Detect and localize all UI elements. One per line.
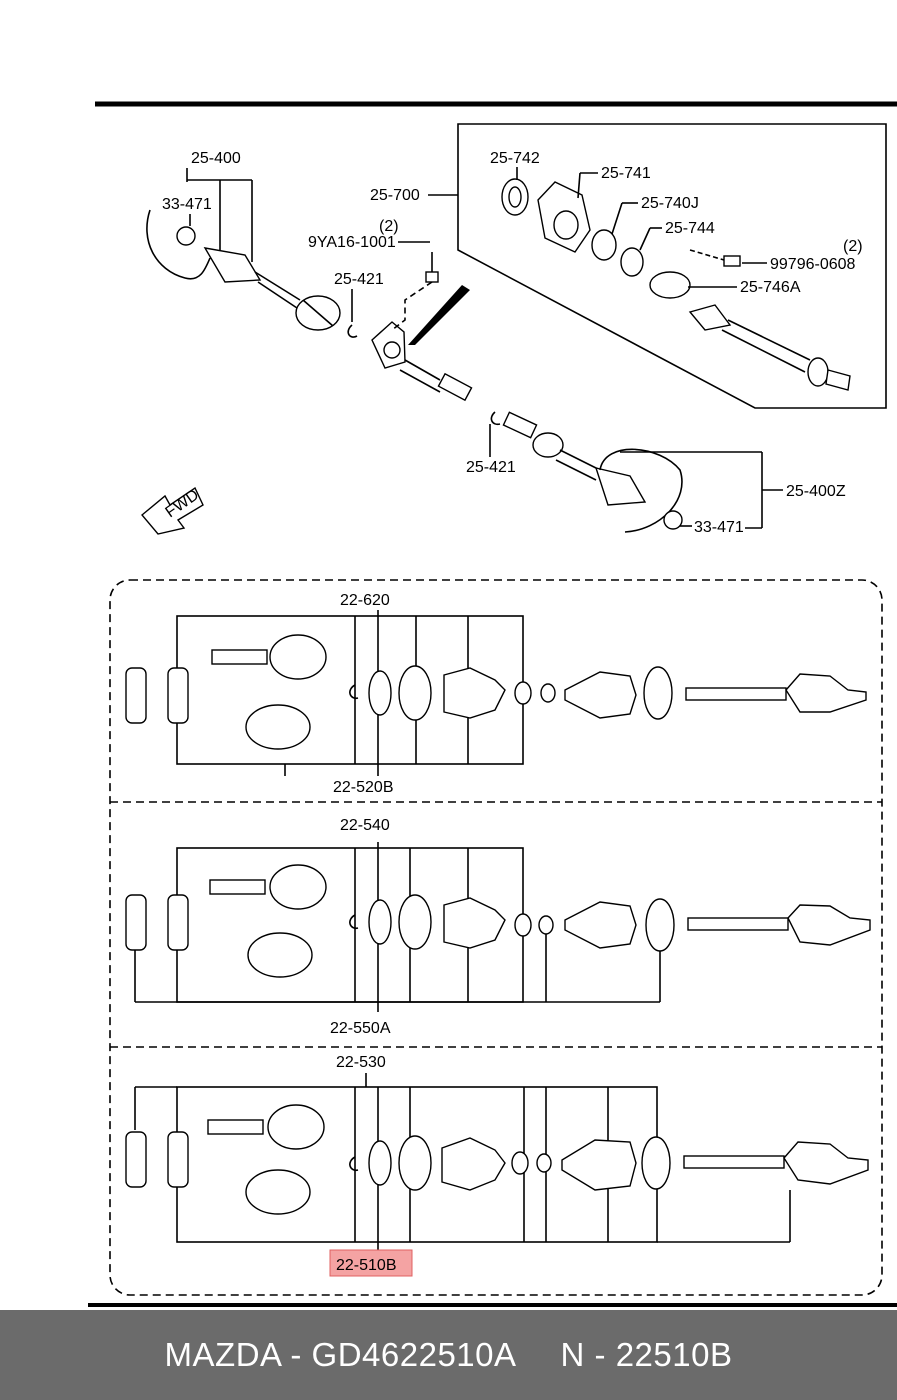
label-25-744: 25-744: [665, 220, 715, 237]
bracket-bolt: [391, 252, 439, 331]
label-33-471-top: 33-471: [162, 196, 212, 213]
label-22-540: 22-540: [340, 817, 390, 834]
label-25-700: 25-700: [370, 187, 420, 204]
label-25-740j: 25-740J: [641, 195, 699, 212]
label-22-520b: 22-520B: [333, 779, 394, 796]
kit-section-1: 22-620 22-520B: [125, 592, 867, 796]
label-25-421-bot: 25-421: [466, 459, 516, 476]
left-hub-nut: [176, 226, 196, 246]
label-22-510b: 22-510B: [336, 1257, 397, 1274]
label-25-742: 25-742: [490, 150, 540, 167]
label-25-400: 25-400: [191, 150, 241, 167]
label-25-741: 25-741: [601, 165, 651, 182]
kit-section-2: 22-540 22-550A: [125, 817, 871, 1037]
part-number-footer: MAZDA - GD4622510A N - 22510B: [0, 1310, 897, 1400]
kits-panel: [109, 579, 883, 1296]
label-22-620: 22-620: [340, 592, 390, 609]
label-22-530: 22-530: [336, 1054, 386, 1071]
label-qty-bolt: (2): [379, 218, 399, 235]
parts-diagram: FWD 25-400 33-471 25-700 25-742 25-741 2…: [88, 101, 897, 1307]
label-9ya16: 9YA16-1001: [308, 234, 396, 251]
highlight-22-510b: [329, 1249, 413, 1277]
label-33-471-bot: 33-471: [694, 519, 744, 536]
kit-section-3: 22-530 22-510B: [125, 1054, 869, 1277]
footer-oem-ref: N - 22510B: [560, 1336, 733, 1373]
label-25-421-top: 25-421: [334, 271, 384, 288]
center-bearing: [371, 321, 473, 402]
label-22-550a: 22-550A: [330, 1020, 391, 1037]
right-drive-shaft: [490, 411, 683, 533]
footer-brand-part: MAZDA - GD4622510A: [164, 1336, 517, 1373]
label-qty-top: (2): [843, 238, 863, 255]
fwd-arrow: FWD: [141, 486, 204, 535]
left-hub-outline: [146, 209, 211, 280]
label-25-400z: 25-400Z: [786, 483, 846, 500]
label-25-746a: 25-746A: [740, 279, 801, 296]
label-99796: 99796-0608: [770, 256, 856, 273]
sub-assembly-box: [457, 123, 887, 409]
left-drive-shaft: [203, 247, 341, 331]
circlip-top: [347, 324, 358, 338]
direction-wedge: [408, 285, 470, 345]
sub-assembly-parts: [501, 178, 851, 391]
